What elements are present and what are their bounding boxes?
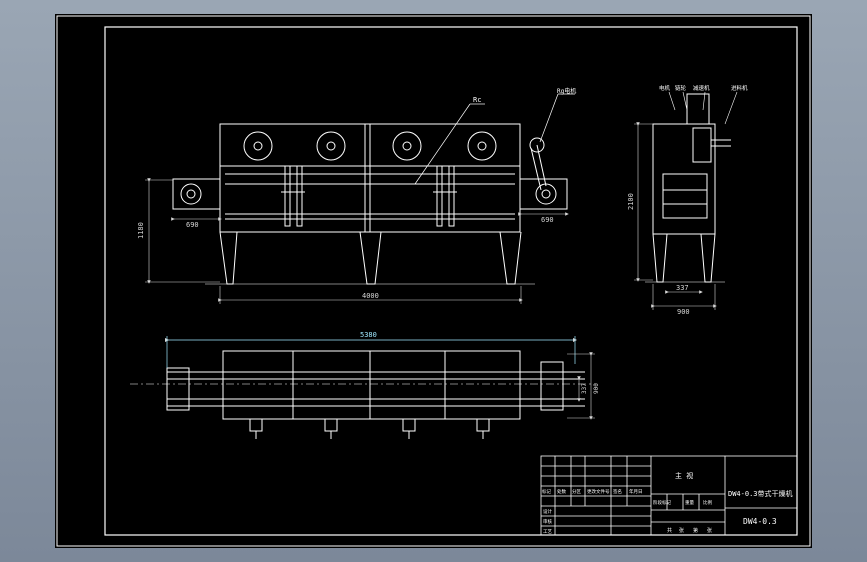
tb-role-review: 审核 bbox=[543, 518, 552, 525]
drawing-sheet: Rc Rg电机 1180 690 690 4000 bbox=[55, 14, 812, 548]
side-body bbox=[652, 123, 716, 235]
dim-side-inner: 337 bbox=[676, 284, 689, 292]
dim-plan-width: 900 bbox=[593, 383, 600, 394]
tb-row-label-4: 更改文件号 bbox=[587, 488, 610, 495]
tb-row-label-2: 处数 bbox=[557, 488, 566, 495]
tb-sheet-2: 张 bbox=[679, 527, 684, 534]
dim-side-height: 2100 bbox=[627, 193, 635, 210]
tb-row-label-1: 标记 bbox=[542, 488, 551, 495]
plan-view bbox=[130, 350, 595, 439]
tb-sheet-4: 张 bbox=[707, 527, 712, 534]
plan-body bbox=[222, 350, 521, 420]
title-drawing-number: DW4-0.3 bbox=[743, 517, 777, 526]
cad-drawing: Rc Rg电机 1180 690 690 4000 bbox=[56, 15, 811, 547]
side-label-4: 进料机 bbox=[731, 84, 748, 92]
tb-role-process: 工艺 bbox=[543, 529, 552, 535]
title-block bbox=[540, 455, 798, 536]
label-motor: Rg电机 bbox=[557, 87, 576, 95]
plan-dimensions bbox=[164, 336, 578, 368]
dim-plan-length: 5380 bbox=[360, 331, 377, 339]
fan-1 bbox=[243, 131, 273, 161]
tb-sheet-3: 第 bbox=[693, 527, 698, 534]
front-dimensions bbox=[145, 178, 569, 304]
side-dimensions bbox=[634, 122, 717, 310]
side-view bbox=[645, 91, 738, 283]
tb-stage-weight: 重量 bbox=[685, 499, 694, 506]
side-label-1: 电机 bbox=[659, 84, 671, 92]
tb-role-design: 设计 bbox=[543, 508, 552, 515]
inner-border bbox=[104, 26, 798, 536]
tb-row-label-5: 签名 bbox=[613, 488, 622, 495]
discharge-end-right bbox=[519, 178, 568, 210]
dim-plan-inner: 337 bbox=[581, 383, 588, 394]
title-model-code: DW4-0.3带式干燥机 bbox=[728, 489, 793, 498]
title-drawing-name: 主 视 bbox=[675, 471, 693, 480]
front-view bbox=[172, 93, 575, 285]
balloon-rc: Rc bbox=[473, 96, 481, 104]
tb-row-label-6: 年月日 bbox=[629, 488, 643, 495]
side-label-3: 减速机 bbox=[693, 84, 710, 92]
dim-left-offset: 690 bbox=[186, 221, 199, 229]
outer-border bbox=[56, 15, 811, 547]
tb-stage-scale: 比例 bbox=[703, 499, 712, 506]
fan-2 bbox=[316, 131, 346, 161]
feed-end-left bbox=[172, 178, 221, 210]
dim-side-width: 900 bbox=[677, 308, 690, 316]
dim-total-length: 4000 bbox=[362, 292, 379, 300]
tb-sheet-1: 共 bbox=[667, 527, 672, 534]
dim-right-offset: 690 bbox=[541, 216, 554, 224]
fan-3 bbox=[392, 131, 422, 161]
dim-height-left: 1180 bbox=[137, 222, 145, 239]
fan-4 bbox=[467, 131, 497, 161]
tb-row-label-3: 分区 bbox=[572, 488, 581, 495]
side-label-2: 链轮 bbox=[675, 84, 687, 92]
tb-stage-mark: 阶段标记 bbox=[653, 499, 671, 506]
